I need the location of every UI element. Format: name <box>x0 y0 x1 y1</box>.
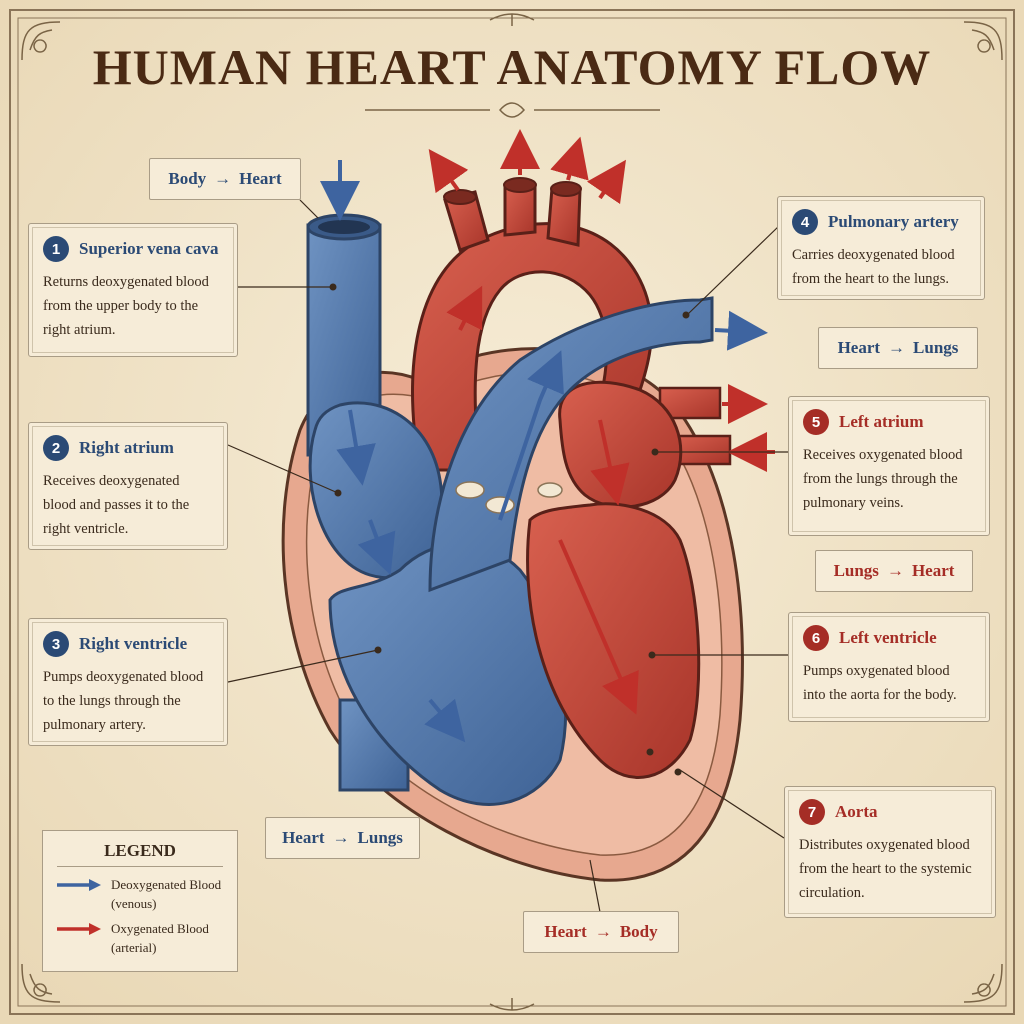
part-desc-line: right atrium. <box>43 322 116 338</box>
flow-tag-heart-to-lungs-right: Heart → Lungs <box>818 327 978 369</box>
flow-to: Heart <box>911 561 955 580</box>
flow-tag-heart-to-body: Heart → Body <box>523 911 679 953</box>
number-badge: 7 <box>799 799 825 825</box>
title-divider <box>365 102 660 118</box>
part-desc-line: right ventricle. <box>43 521 129 537</box>
number-badge: 4 <box>792 209 818 235</box>
flow-from: Heart <box>837 338 881 357</box>
part-name: Aorta <box>835 802 878 821</box>
flow-tag-heart-to-lungs-bottom: Heart → Lungs <box>265 817 420 859</box>
part-desc-line: into the aorta for the body. <box>803 687 957 703</box>
flow-to: Lungs <box>357 828 403 847</box>
flow-to: Body <box>619 922 658 941</box>
part-name: Pulmonary artery <box>828 212 959 231</box>
part-name: Left ventricle <box>839 628 937 647</box>
card-left-atrium: 5 Left atrium Receives oxygenated blood fr… <box>788 396 990 536</box>
part-desc-line: Carries deoxygenated blood <box>792 247 955 263</box>
card-superior-vena-cava: 1 Superior vena cava Returns deoxygenated… <box>28 223 238 357</box>
card-right-atrium: 2 Right atrium Receives deoxygenated blood… <box>28 422 228 550</box>
part-desc-line: from the heart to the lungs. <box>792 271 950 287</box>
flow-to: Lungs <box>913 338 959 357</box>
flow-tag-body-to-heart: Body → Heart <box>149 158 301 200</box>
part-desc-line: Receives deoxygenated <box>43 473 180 489</box>
flow-arrow-glyph: → <box>214 169 232 188</box>
flow-tag-lungs-to-heart: Lungs → Heart <box>815 550 973 592</box>
part-name: Right ventricle <box>79 634 188 653</box>
card-left-ventricle: 6 Left ventricle Pumps oxygenated blood in… <box>788 612 990 722</box>
card-pulmonary-artery: 4 Pulmonary artery Carries deoxygenated b… <box>777 196 985 300</box>
part-name: Right atrium <box>79 438 174 457</box>
legend-title: LEGEND <box>57 841 223 867</box>
red-arrow-icon <box>57 923 101 935</box>
legend-label: Oxygenated Blood <box>111 921 209 936</box>
part-desc-line: blood and passes it to the <box>43 497 190 513</box>
part-name: Superior vena cava <box>79 239 219 258</box>
legend-sublabel: (venous) <box>111 896 157 911</box>
part-desc-line: Pumps deoxygenated blood <box>43 669 204 685</box>
part-desc-line: from the heart to the systemic <box>799 861 972 877</box>
number-badge: 6 <box>803 625 829 651</box>
corner-ornaments <box>21 13 1003 1011</box>
flow-from: Heart <box>544 922 587 941</box>
part-desc-line: Returns deoxygenated blood <box>43 274 209 290</box>
number-badge: 1 <box>43 236 69 262</box>
flow-from: Lungs <box>833 561 879 580</box>
left-atrium-illustration <box>558 380 683 509</box>
part-desc-line: circulation. <box>799 885 865 901</box>
outer-frame <box>9 9 1015 1015</box>
part-desc-line: Receives oxygenated blood <box>803 447 963 463</box>
legend-label: Deoxygenated Blood <box>111 877 222 892</box>
number-badge: 3 <box>43 631 69 657</box>
part-desc-line: Pumps oxygenated blood <box>803 663 950 679</box>
part-name: Left atrium <box>839 412 924 431</box>
flow-from: Body <box>168 169 207 188</box>
part-desc-line: Distributes oxygenated blood <box>799 837 970 853</box>
flow-arrow-glyph: → <box>888 338 906 357</box>
leader-lines <box>227 199 790 913</box>
number-badge: 5 <box>803 409 829 435</box>
part-desc-line: from the lungs through the <box>803 471 958 487</box>
legend: LEGEND Deoxygenated Blood (venous) Oxygen… <box>42 830 238 972</box>
aorta-illustration <box>411 177 653 472</box>
blue-arrow-icon <box>57 879 101 891</box>
flow-to: Heart <box>239 169 282 188</box>
flow-from: Heart <box>282 828 325 847</box>
legend-sublabel: (arterial) <box>111 940 157 955</box>
flow-arrow-glyph: → <box>594 922 612 941</box>
legend-item-deoxygenated: Deoxygenated Blood (venous) <box>57 875 223 913</box>
part-desc-line: to the lungs through the <box>43 693 181 709</box>
part-desc-line: pulmonary veins. <box>803 495 904 511</box>
page-title: HUMAN HEART ANATOMY FLOW <box>92 39 932 95</box>
part-desc-line: from the upper body to the <box>43 298 199 314</box>
legend-item-oxygenated: Oxygenated Blood (arterial) <box>57 919 223 957</box>
flow-arrow-glyph: → <box>886 561 904 580</box>
card-right-ventricle: 3 Right ventricle Pumps deoxygenated bloo… <box>28 618 228 746</box>
card-aorta: 7 Aorta Distributes oxygenated blood from … <box>784 786 996 918</box>
internal-flow-arrows <box>336 285 639 743</box>
leader-dots <box>329 283 690 776</box>
part-desc-line: pulmonary artery. <box>43 717 146 733</box>
flow-arrow-glyph: → <box>332 828 350 847</box>
number-badge: 2 <box>43 435 69 461</box>
